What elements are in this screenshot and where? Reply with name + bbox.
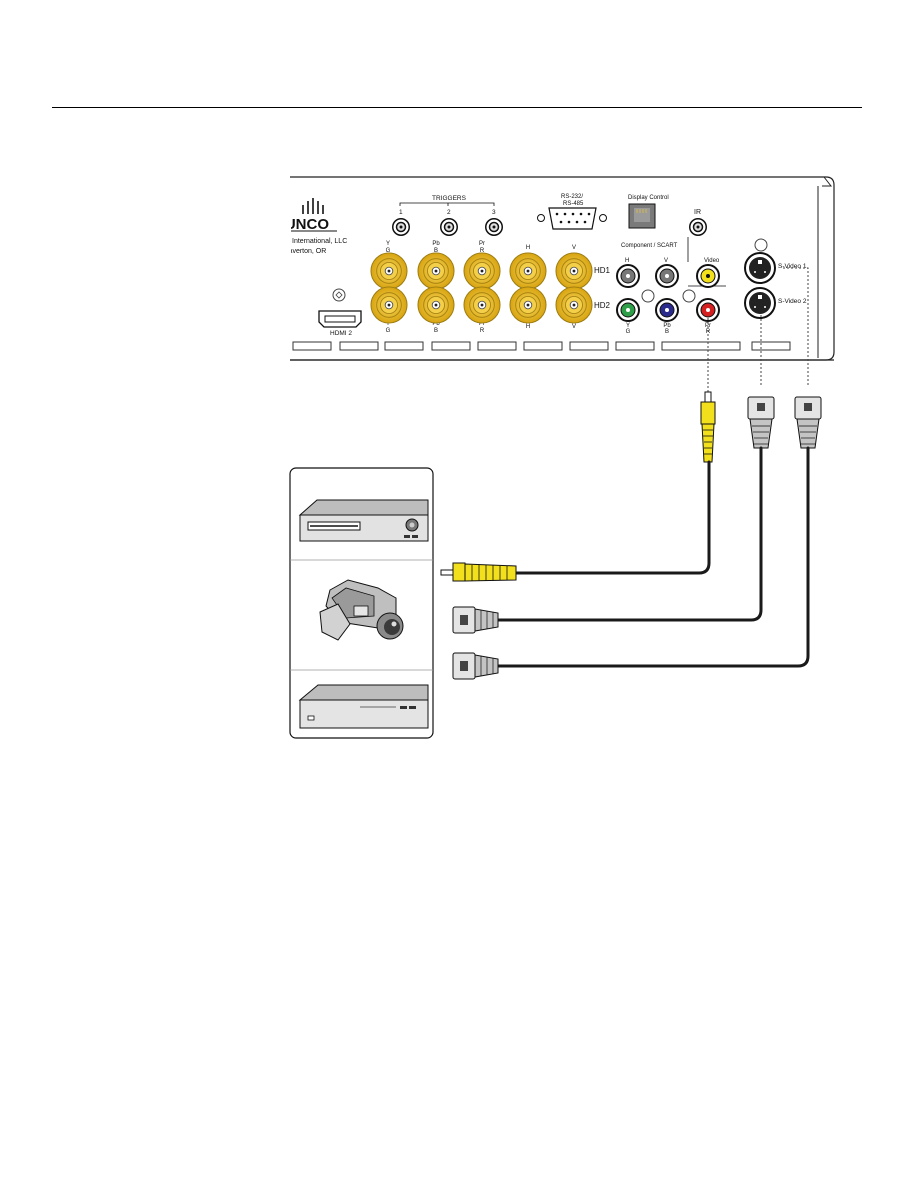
camcorder-icon	[319, 579, 404, 641]
bnc-hd1-y	[370, 252, 408, 290]
svg-text:Display Control: Display Control	[628, 195, 669, 201]
vcr-icon	[298, 499, 429, 542]
svg-text:B: B	[665, 329, 669, 335]
bnc-hd2-y	[370, 286, 408, 324]
rca-plug-source	[440, 562, 517, 582]
company-city: Beaverton, OR	[280, 248, 326, 255]
svg-text:Pr: Pr	[479, 321, 485, 327]
triggers-group: TRIGGERS 1 2 3	[392, 195, 503, 236]
svg-text:R: R	[480, 328, 485, 334]
svg-text:Y: Y	[386, 321, 390, 327]
rca-blue	[655, 298, 679, 322]
rca-video-yellow	[696, 264, 720, 288]
rca-red	[696, 298, 720, 322]
header-rule	[52, 107, 862, 108]
bnc-connectors	[370, 252, 593, 324]
ir-port: IR	[689, 209, 707, 236]
bnc-hd2-v	[555, 286, 593, 324]
svg-text:Y: Y	[386, 241, 390, 247]
hd1-label: HD1	[594, 266, 611, 275]
serial-port: RS-232/ RS-485	[537, 194, 607, 230]
trigger-jack-1	[392, 218, 410, 236]
svg-text:Component / SCART: Component / SCART	[621, 243, 678, 249]
svg-text:R: R	[480, 248, 485, 254]
source-devices-box	[289, 467, 434, 739]
svideo-group: S-Video 1 S-Video 2	[744, 238, 807, 319]
svg-text:V: V	[572, 245, 576, 251]
trigger-jack-3	[485, 218, 503, 236]
rca-h	[616, 264, 640, 288]
svg-text:Pb: Pb	[432, 241, 440, 247]
trigger-jack-2	[440, 218, 458, 236]
svg-text:G: G	[386, 328, 391, 334]
svideo-plug-top-2	[794, 396, 822, 449]
svg-text:S-Video 1: S-Video 1	[778, 263, 807, 270]
svideo-cable-2	[496, 446, 810, 668]
panel-vents	[292, 341, 791, 351]
component-scart-group: Component / SCART H V Video Y G Pb B Pr …	[616, 237, 726, 335]
svg-text:V: V	[572, 324, 576, 330]
bnc-hd1-pb	[417, 252, 455, 290]
brand-logo: RUNCO	[274, 198, 337, 233]
svg-text:HDMI 2: HDMI 2	[330, 330, 352, 337]
svideo-1-port	[744, 252, 776, 284]
cables	[496, 446, 810, 668]
svg-text:B: B	[434, 328, 438, 334]
bnc-hd2-pr	[463, 286, 501, 324]
svg-text:H: H	[526, 324, 530, 330]
guide-lines	[707, 267, 809, 392]
svideo-plug-top-1	[747, 396, 775, 449]
svg-text:G: G	[386, 248, 391, 254]
svg-text:RS-232/: RS-232/	[561, 194, 583, 200]
svg-text:TRIGGERS: TRIGGERS	[432, 195, 467, 202]
svg-text:RS-485: RS-485	[563, 201, 584, 207]
bnc-labels: Y G Pb B Pr R H V Y G Pb B Pr R H V	[386, 241, 576, 334]
hdmi-port: HDMI 2	[318, 288, 362, 337]
bnc-hd2-pb	[417, 286, 455, 324]
svg-text:3: 3	[492, 209, 496, 216]
bnc-hd1-v	[555, 252, 593, 290]
svg-text:2: 2	[447, 209, 451, 216]
svg-text:H: H	[526, 245, 530, 251]
bnc-hd2-h	[509, 286, 547, 324]
display-control-port: Display Control	[628, 195, 669, 229]
svg-text:B: B	[434, 248, 438, 254]
svg-text:Pr: Pr	[479, 241, 485, 247]
rca-green	[616, 298, 640, 322]
dvd-player-icon	[298, 684, 429, 729]
svg-text:Y: Y	[626, 323, 630, 329]
bnc-hd1-h	[509, 252, 547, 290]
rca-plug-top	[700, 391, 716, 463]
svg-text:V: V	[664, 258, 668, 264]
company-name: International, LLC	[292, 238, 347, 245]
svg-text:Video: Video	[704, 258, 720, 264]
svg-text:Pb: Pb	[432, 321, 440, 327]
svg-text:S-Video 2: S-Video 2	[778, 298, 807, 305]
svideo-plug-source-1	[452, 606, 499, 634]
svg-text:1: 1	[399, 209, 403, 216]
svg-text:H: H	[625, 258, 629, 264]
svg-text:G: G	[626, 329, 631, 335]
composite-cable	[514, 460, 711, 575]
svideo-cable-1	[496, 446, 763, 622]
rear-panel: RUNCO International, LLC Beaverton, OR H…	[274, 176, 835, 361]
svg-text:RUNCO: RUNCO	[274, 216, 329, 233]
rca-v	[655, 264, 679, 288]
svg-text:Pb: Pb	[663, 323, 671, 329]
hd2-label: HD2	[594, 301, 611, 310]
svideo-2-port	[744, 287, 776, 319]
svideo-plug-source-2	[452, 652, 499, 680]
bnc-hd1-pr	[463, 252, 501, 290]
svg-text:IR: IR	[694, 209, 701, 216]
